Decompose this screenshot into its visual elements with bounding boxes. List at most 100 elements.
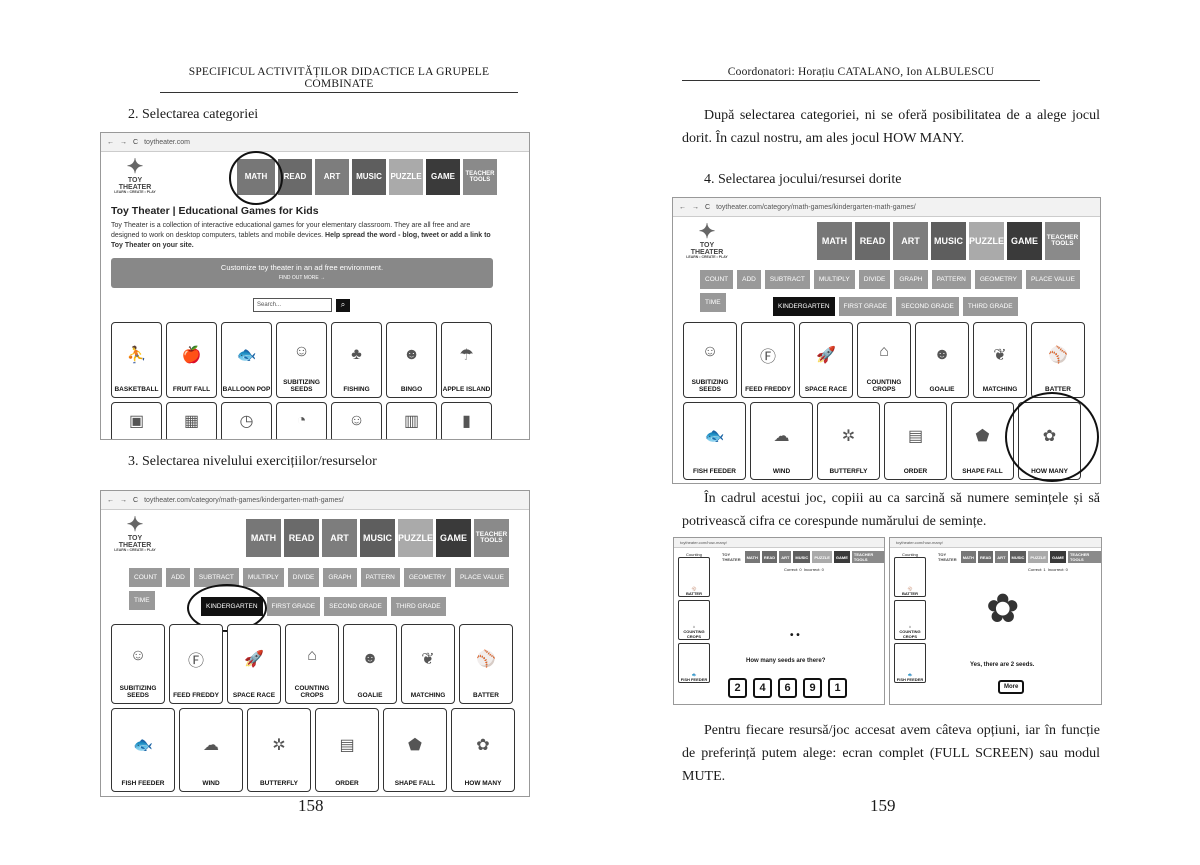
tile-subitizing-seeds[interactable]: ☺SUBITIZING SEEDS <box>683 322 737 398</box>
forward-icon[interactable]: → <box>120 138 127 146</box>
tile-space-race[interactable]: 🚀SPACE RACE <box>227 624 281 704</box>
tile-subitizing-seeds[interactable]: ☺SUBITIZING SEEDS <box>111 624 165 704</box>
nav-puzzle[interactable]: PUZZLE <box>398 519 433 557</box>
side-batter[interactable]: ⚾BATTER <box>678 557 710 597</box>
tile-goalie[interactable]: ☻GOALIE <box>343 624 397 704</box>
choice-1[interactable]: 1 <box>828 678 847 698</box>
side-counting-crops[interactable]: ⌂COUNTING CROPS <box>894 600 926 640</box>
filter-geometry[interactable]: GEOMETRY <box>974 270 1022 289</box>
filter-place-value[interactable]: PLACE VALUE <box>1025 270 1080 289</box>
tile-apple-island[interactable]: ☂APPLE ISLAND <box>441 322 492 398</box>
more-button[interactable]: More <box>998 680 1025 694</box>
level-second-grade[interactable]: SECOND GRADE <box>896 297 959 316</box>
level-second-grade[interactable]: SECOND GRADE <box>324 597 387 616</box>
tile-balloon-pop[interactable]: 🐟BALLOON POP <box>221 322 272 398</box>
tile-shape-fall[interactable]: ⬟SHAPE FALL <box>383 708 447 792</box>
nav-music[interactable]: MUSIC <box>931 222 966 260</box>
nav-music[interactable]: MUSIC <box>352 159 386 195</box>
choice-6[interactable]: 6 <box>778 678 797 698</box>
back-icon[interactable]: ← <box>107 496 114 504</box>
filter-geometry[interactable]: GEOMETRY <box>403 568 451 587</box>
filter-multiply[interactable]: MULTIPLY <box>813 270 855 289</box>
level-third-grade[interactable]: THIRD GRADE <box>390 597 446 616</box>
nav-teacher-tools[interactable]: TEACHER TOOLS <box>1045 222 1080 260</box>
level-first-grade[interactable]: FIRST GRADE <box>838 297 893 316</box>
filter-divide[interactable]: DIVIDE <box>287 568 320 587</box>
filter-time[interactable]: TIME <box>700 293 726 312</box>
tile-goalie[interactable]: ☻GOALIE <box>915 322 969 398</box>
choice-4[interactable]: 4 <box>753 678 772 698</box>
side-fish-feeder[interactable]: 🐟FISH FEEDER <box>894 643 926 683</box>
reload-icon[interactable]: C <box>705 203 711 211</box>
filter-add[interactable]: ADD <box>737 270 761 289</box>
nav-art[interactable]: ART <box>893 222 928 260</box>
filter-time[interactable]: TIME <box>129 591 155 610</box>
nav-art[interactable]: ART <box>322 519 357 557</box>
tile-wind[interactable]: ☁WIND <box>179 708 243 792</box>
tile-how-many[interactable]: ✿HOW MANY <box>451 708 515 792</box>
tile-counting-crops[interactable]: ⌂COUNTING CROPS <box>285 624 339 704</box>
nav-music[interactable]: MUSIC <box>360 519 395 557</box>
tile-partial[interactable]: ▥ <box>386 402 437 439</box>
side-batter[interactable]: ⚾BATTER <box>894 557 926 597</box>
nav-math[interactable]: MATH <box>817 222 852 260</box>
search-icon[interactable]: ⌕ <box>336 298 350 312</box>
filter-count[interactable]: COUNT <box>700 270 734 289</box>
nav-game[interactable]: GAME <box>1007 222 1042 260</box>
tile-partial[interactable]: ▦ <box>166 402 217 439</box>
url-text[interactable]: toytheater.com/category/math-games/kinde… <box>716 203 916 211</box>
search-input[interactable]: Search... <box>253 298 332 312</box>
nav-game[interactable]: GAME <box>426 159 460 195</box>
nav-read[interactable]: READ <box>278 159 312 195</box>
tile-batter[interactable]: ⚾BATTER <box>1031 322 1085 398</box>
tile-shape-fall[interactable]: ⬟SHAPE FALL <box>951 402 1014 480</box>
tile-butterfly[interactable]: ✲BUTTERFLY <box>817 402 880 480</box>
tile-batter[interactable]: ⚾BATTER <box>459 624 513 704</box>
level-first-grade[interactable]: FIRST GRADE <box>266 597 321 616</box>
back-icon[interactable]: ← <box>679 203 686 211</box>
tile-butterfly[interactable]: ✲BUTTERFLY <box>247 708 311 792</box>
level-kindergarten[interactable]: KINDERGARTEN <box>773 297 835 316</box>
reload-icon[interactable]: C <box>133 496 139 504</box>
tile-fish-feeder[interactable]: 🐟FISH FEEDER <box>683 402 746 480</box>
choice-9[interactable]: 9 <box>803 678 822 698</box>
level-third-grade[interactable]: THIRD GRADE <box>962 297 1018 316</box>
nav-puzzle[interactable]: PUZZLE <box>389 159 423 195</box>
nav-game[interactable]: GAME <box>436 519 471 557</box>
nav-teacher-tools[interactable]: TEACHER TOOLS <box>463 159 497 195</box>
nav-read[interactable]: READ <box>284 519 319 557</box>
tile-fishing[interactable]: ♣FISHING <box>331 322 382 398</box>
tile-counting-crops[interactable]: ⌂COUNTING CROPS <box>857 322 911 398</box>
filter-pattern[interactable]: PATTERN <box>931 270 971 289</box>
tile-space-race[interactable]: 🚀SPACE RACE <box>799 322 853 398</box>
nav-puzzle[interactable]: PUZZLE <box>969 222 1004 260</box>
forward-icon[interactable]: → <box>120 496 127 504</box>
tile-order[interactable]: ▤ORDER <box>315 708 379 792</box>
tile-fish-feeder[interactable]: 🐟FISH FEEDER <box>111 708 175 792</box>
filter-multiply[interactable]: MULTIPLY <box>242 568 284 587</box>
tile-matching[interactable]: ❦MATCHING <box>401 624 455 704</box>
tile-bingo[interactable]: ☻BINGO <box>386 322 437 398</box>
tile-wind[interactable]: ☁WIND <box>750 402 813 480</box>
filter-subtract[interactable]: SUBTRACT <box>764 270 810 289</box>
back-icon[interactable]: ← <box>107 138 114 146</box>
filter-add[interactable]: ADD <box>166 568 190 587</box>
url-text[interactable]: toytheater.com <box>144 138 190 146</box>
tile-partial[interactable]: ◔ <box>276 402 327 439</box>
tile-fruit-fall[interactable]: 🍎FRUIT FALL <box>166 322 217 398</box>
filter-place-value[interactable]: PLACE VALUE <box>454 568 509 587</box>
nav-art[interactable]: ART <box>315 159 349 195</box>
filter-divide[interactable]: DIVIDE <box>858 270 891 289</box>
tile-order[interactable]: ▤ORDER <box>884 402 947 480</box>
tile-partial[interactable]: ▮ <box>441 402 492 439</box>
tile-matching[interactable]: ❦MATCHING <box>973 322 1027 398</box>
side-fish-feeder[interactable]: 🐟FISH FEEDER <box>678 643 710 683</box>
nav-math[interactable]: MATH <box>246 519 281 557</box>
forward-icon[interactable]: → <box>692 203 699 211</box>
reload-icon[interactable]: C <box>133 138 139 146</box>
side-counting-crops[interactable]: ⌂COUNTING CROPS <box>678 600 710 640</box>
filter-subtract[interactable]: SUBTRACT <box>193 568 239 587</box>
filter-graph[interactable]: GRAPH <box>323 568 357 587</box>
tile-basketball[interactable]: ⛹BASKETBALL <box>111 322 162 398</box>
